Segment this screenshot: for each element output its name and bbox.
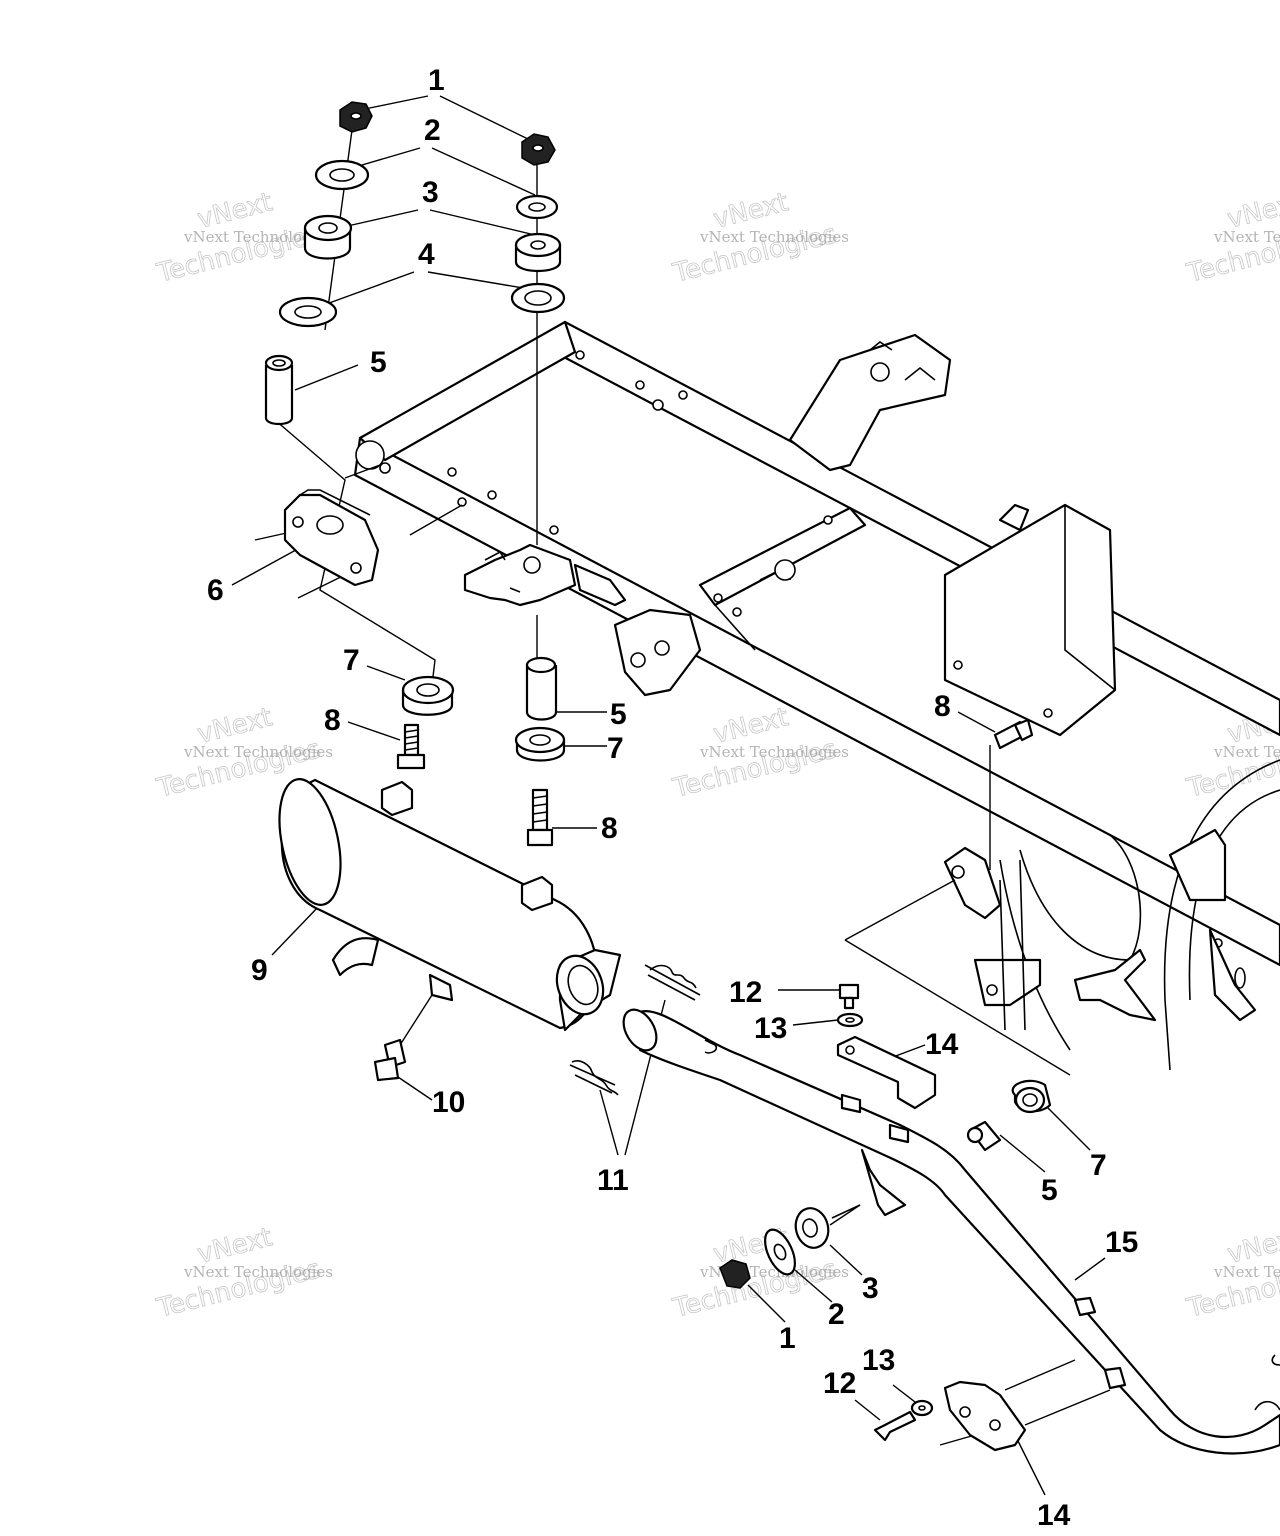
hardware-lower-right xyxy=(966,1079,1052,1152)
callout-6: 6 xyxy=(207,574,224,607)
callout-8-right: 8 xyxy=(934,690,951,723)
callout-7-right: 7 xyxy=(1090,1149,1107,1182)
watermark-text: vNext Technologies xyxy=(699,228,849,246)
hardware-stack-right xyxy=(510,133,566,314)
callout-13-lower: 13 xyxy=(862,1344,895,1377)
callout-4-top: 4 xyxy=(418,238,435,271)
pipe-bracket-upper xyxy=(836,983,937,1110)
watermark-text: vNext Technologies xyxy=(699,743,849,761)
callout-5-right: 5 xyxy=(1041,1174,1058,1207)
muffler xyxy=(278,778,622,1082)
exhaust-pipe xyxy=(622,1008,1280,1455)
callout-3-top: 3 xyxy=(422,176,439,209)
frame-assembly xyxy=(353,320,1280,1071)
callout-10: 10 xyxy=(432,1086,465,1119)
callout-8-left: 8 xyxy=(324,704,341,737)
callout-14-lower: 14 xyxy=(1037,1499,1071,1532)
watermark-text: vNext Technologies xyxy=(1213,743,1280,761)
watermark-text: vNext Technologies xyxy=(183,1263,333,1281)
mount-plate xyxy=(283,489,380,587)
callout-3-lower: 3 xyxy=(862,1272,879,1305)
callout-13-top: 13 xyxy=(754,1012,787,1045)
callout-5-top: 5 xyxy=(370,346,387,379)
springs xyxy=(569,964,701,1096)
callout-12-top: 12 xyxy=(729,976,762,1009)
callout-15: 15 xyxy=(1105,1226,1138,1259)
pipe-bracket-lower xyxy=(873,1380,1027,1452)
callout-12-lower: 12 xyxy=(823,1367,856,1400)
callout-14-top: 14 xyxy=(925,1028,959,1061)
callout-1-lower: 1 xyxy=(779,1322,796,1355)
hardware-stack-left xyxy=(264,101,373,426)
watermark-text: vNext Technologies xyxy=(183,228,333,246)
callout-2-lower: 2 xyxy=(828,1298,845,1331)
callout-labels: 1 2 3 4 5 6 7 8 5 7 8 8 9 10 11 12 13 14… xyxy=(207,64,1138,1532)
watermark-text: vNext Technologies xyxy=(1213,228,1280,246)
callout-7-left: 7 xyxy=(343,644,360,677)
callout-1-top: 1 xyxy=(428,64,445,97)
callout-5-middle: 5 xyxy=(610,698,627,731)
callout-2-top: 2 xyxy=(424,114,441,147)
callout-8-middle: 8 xyxy=(601,812,618,845)
callout-7-middle: 7 xyxy=(607,732,624,765)
callout-9: 9 xyxy=(251,954,268,987)
callout-11: 11 xyxy=(597,1164,629,1197)
watermark-text: vNext Technologies xyxy=(183,743,333,761)
hardware-lower-center xyxy=(719,1204,861,1289)
watermark-text: vNext Technologies xyxy=(1213,1263,1280,1281)
hardware-middle xyxy=(396,656,1034,847)
